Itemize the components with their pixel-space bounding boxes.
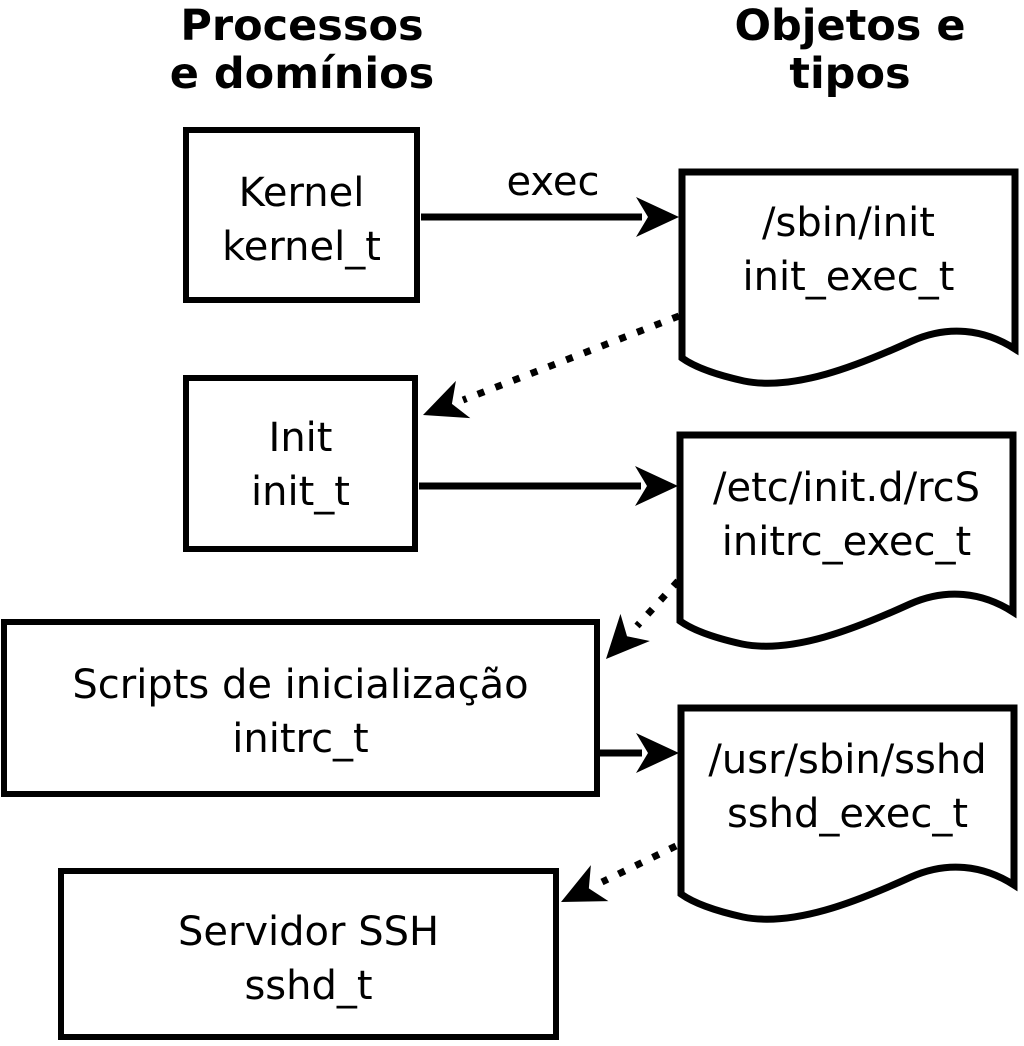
column-header-processes-line1: Processos <box>180 1 424 51</box>
object-path-usr-sbin-sshd: /usr/sbin/sshd <box>708 737 987 783</box>
solid-arrow-scripts-to-sshd <box>600 733 679 773</box>
object-type-etc-initd-rcs: initrc_exec_t <box>721 519 972 565</box>
process-box-kernel <box>183 127 420 303</box>
object-type-usr-sbin-sshd: sshd_exec_t <box>726 791 969 837</box>
process-label-init: Init init_t <box>183 411 418 519</box>
document-shape-etc-initd-rcs <box>676 431 1017 650</box>
object-type-sbin-init: init_exec_t <box>742 254 955 300</box>
process-name-init-scripts: Scripts de inicialização <box>72 662 529 708</box>
object-label-etc-initd-rcs: /etc/init.d/rcS initrc_exec_t <box>680 461 1013 569</box>
process-box-init-scripts <box>1 619 600 797</box>
column-header-processes-line2: e domínios <box>169 49 435 99</box>
process-domain-kernel: kernel_t <box>222 224 381 270</box>
solid-arrow-init-to-rcs <box>419 466 678 506</box>
object-label-sbin-init: /sbin/init init_exec_t <box>682 196 1015 304</box>
document-shape-sbin-init <box>678 168 1019 387</box>
document-shape-usr-sbin-sshd <box>677 704 1018 923</box>
dotted-arrow-sshd-to-server <box>561 842 678 902</box>
column-header-objects-line2: tipos <box>789 49 911 99</box>
column-header-objects-line1: Objetos e <box>734 1 966 51</box>
process-name-init: Init <box>268 415 333 461</box>
process-label-kernel: Kernel kernel_t <box>183 166 420 274</box>
process-box-init <box>183 375 418 552</box>
process-domain-ssh-server: sshd_t <box>244 963 373 1009</box>
column-header-objects: Objetos e tipos <box>640 2 1024 98</box>
object-label-usr-sbin-sshd: /usr/sbin/sshd sshd_exec_t <box>681 733 1014 841</box>
process-domain-init-scripts: initrc_t <box>232 716 369 762</box>
process-label-init-scripts: Scripts de inicialização initrc_t <box>1 658 600 766</box>
process-label-ssh-server: Servidor SSH sshd_t <box>58 905 559 1013</box>
solid-arrow-kernel-to-sbin-init <box>421 197 679 237</box>
process-box-ssh-server <box>58 868 559 1040</box>
object-path-etc-initd-rcs: /etc/init.d/rcS <box>712 465 981 511</box>
process-domain-init: init_t <box>251 469 350 515</box>
exec-arrow-label: exec <box>506 159 600 205</box>
dotted-arrow-sbin-init-to-init <box>423 312 681 419</box>
column-header-processes: Processos e domínios <box>92 2 512 98</box>
object-path-sbin-init: /sbin/init <box>762 200 935 246</box>
process-name-kernel: Kernel <box>238 170 365 216</box>
dotted-arrow-rcs-to-scripts <box>606 578 681 659</box>
process-name-ssh-server: Servidor SSH <box>177 909 440 955</box>
